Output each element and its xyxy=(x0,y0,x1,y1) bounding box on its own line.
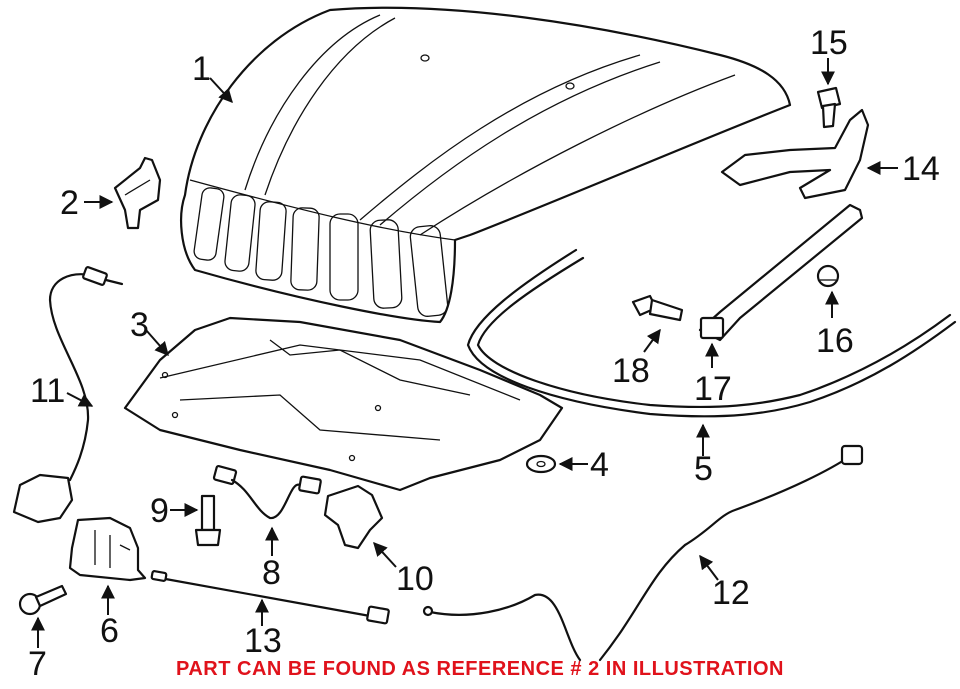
callout-8: 8 xyxy=(262,554,281,592)
callout-11: 11 xyxy=(30,372,65,410)
bolt-part-9 xyxy=(194,494,222,547)
callout-14: 14 xyxy=(902,150,940,188)
cable-part-12 xyxy=(422,444,864,662)
bracket-part-2 xyxy=(113,156,162,230)
callout-7: 7 xyxy=(28,645,47,683)
callout-1: 1 xyxy=(192,50,211,88)
harness-part-8 xyxy=(212,464,322,520)
callout-9: 9 xyxy=(150,492,169,530)
rod-part-13 xyxy=(150,570,390,625)
washer-part-4 xyxy=(525,454,557,474)
callout-13: 13 xyxy=(244,622,282,660)
callout-leaders xyxy=(31,58,898,648)
seal-part-5 xyxy=(466,248,957,418)
hood-part-1 xyxy=(180,6,792,324)
callout-18: 18 xyxy=(612,352,650,390)
callout-12: 12 xyxy=(712,574,750,612)
clip-part-16 xyxy=(816,264,840,288)
bolt-part-7 xyxy=(18,584,68,616)
callout-6: 6 xyxy=(100,612,119,650)
latch-part-6 xyxy=(68,516,147,582)
callout-17: 17 xyxy=(694,370,732,408)
callout-2: 2 xyxy=(60,184,79,222)
callout-3: 3 xyxy=(130,306,149,344)
strut-part-17 xyxy=(698,203,864,342)
callout-16: 16 xyxy=(816,322,854,360)
callout-5: 5 xyxy=(694,450,713,488)
callout-10: 10 xyxy=(396,560,434,598)
bracket-part-10 xyxy=(323,484,384,550)
callout-4: 4 xyxy=(590,446,609,484)
bolt-part-15 xyxy=(816,86,842,129)
hinge-part-14 xyxy=(720,108,870,200)
cable-part-11 xyxy=(12,266,124,524)
callout-15: 15 xyxy=(810,24,848,62)
bumper-part-18 xyxy=(631,294,684,322)
reference-notice: PART CAN BE FOUND AS REFERENCE # 2 IN IL… xyxy=(176,658,784,680)
insulator-part-3 xyxy=(123,316,564,492)
